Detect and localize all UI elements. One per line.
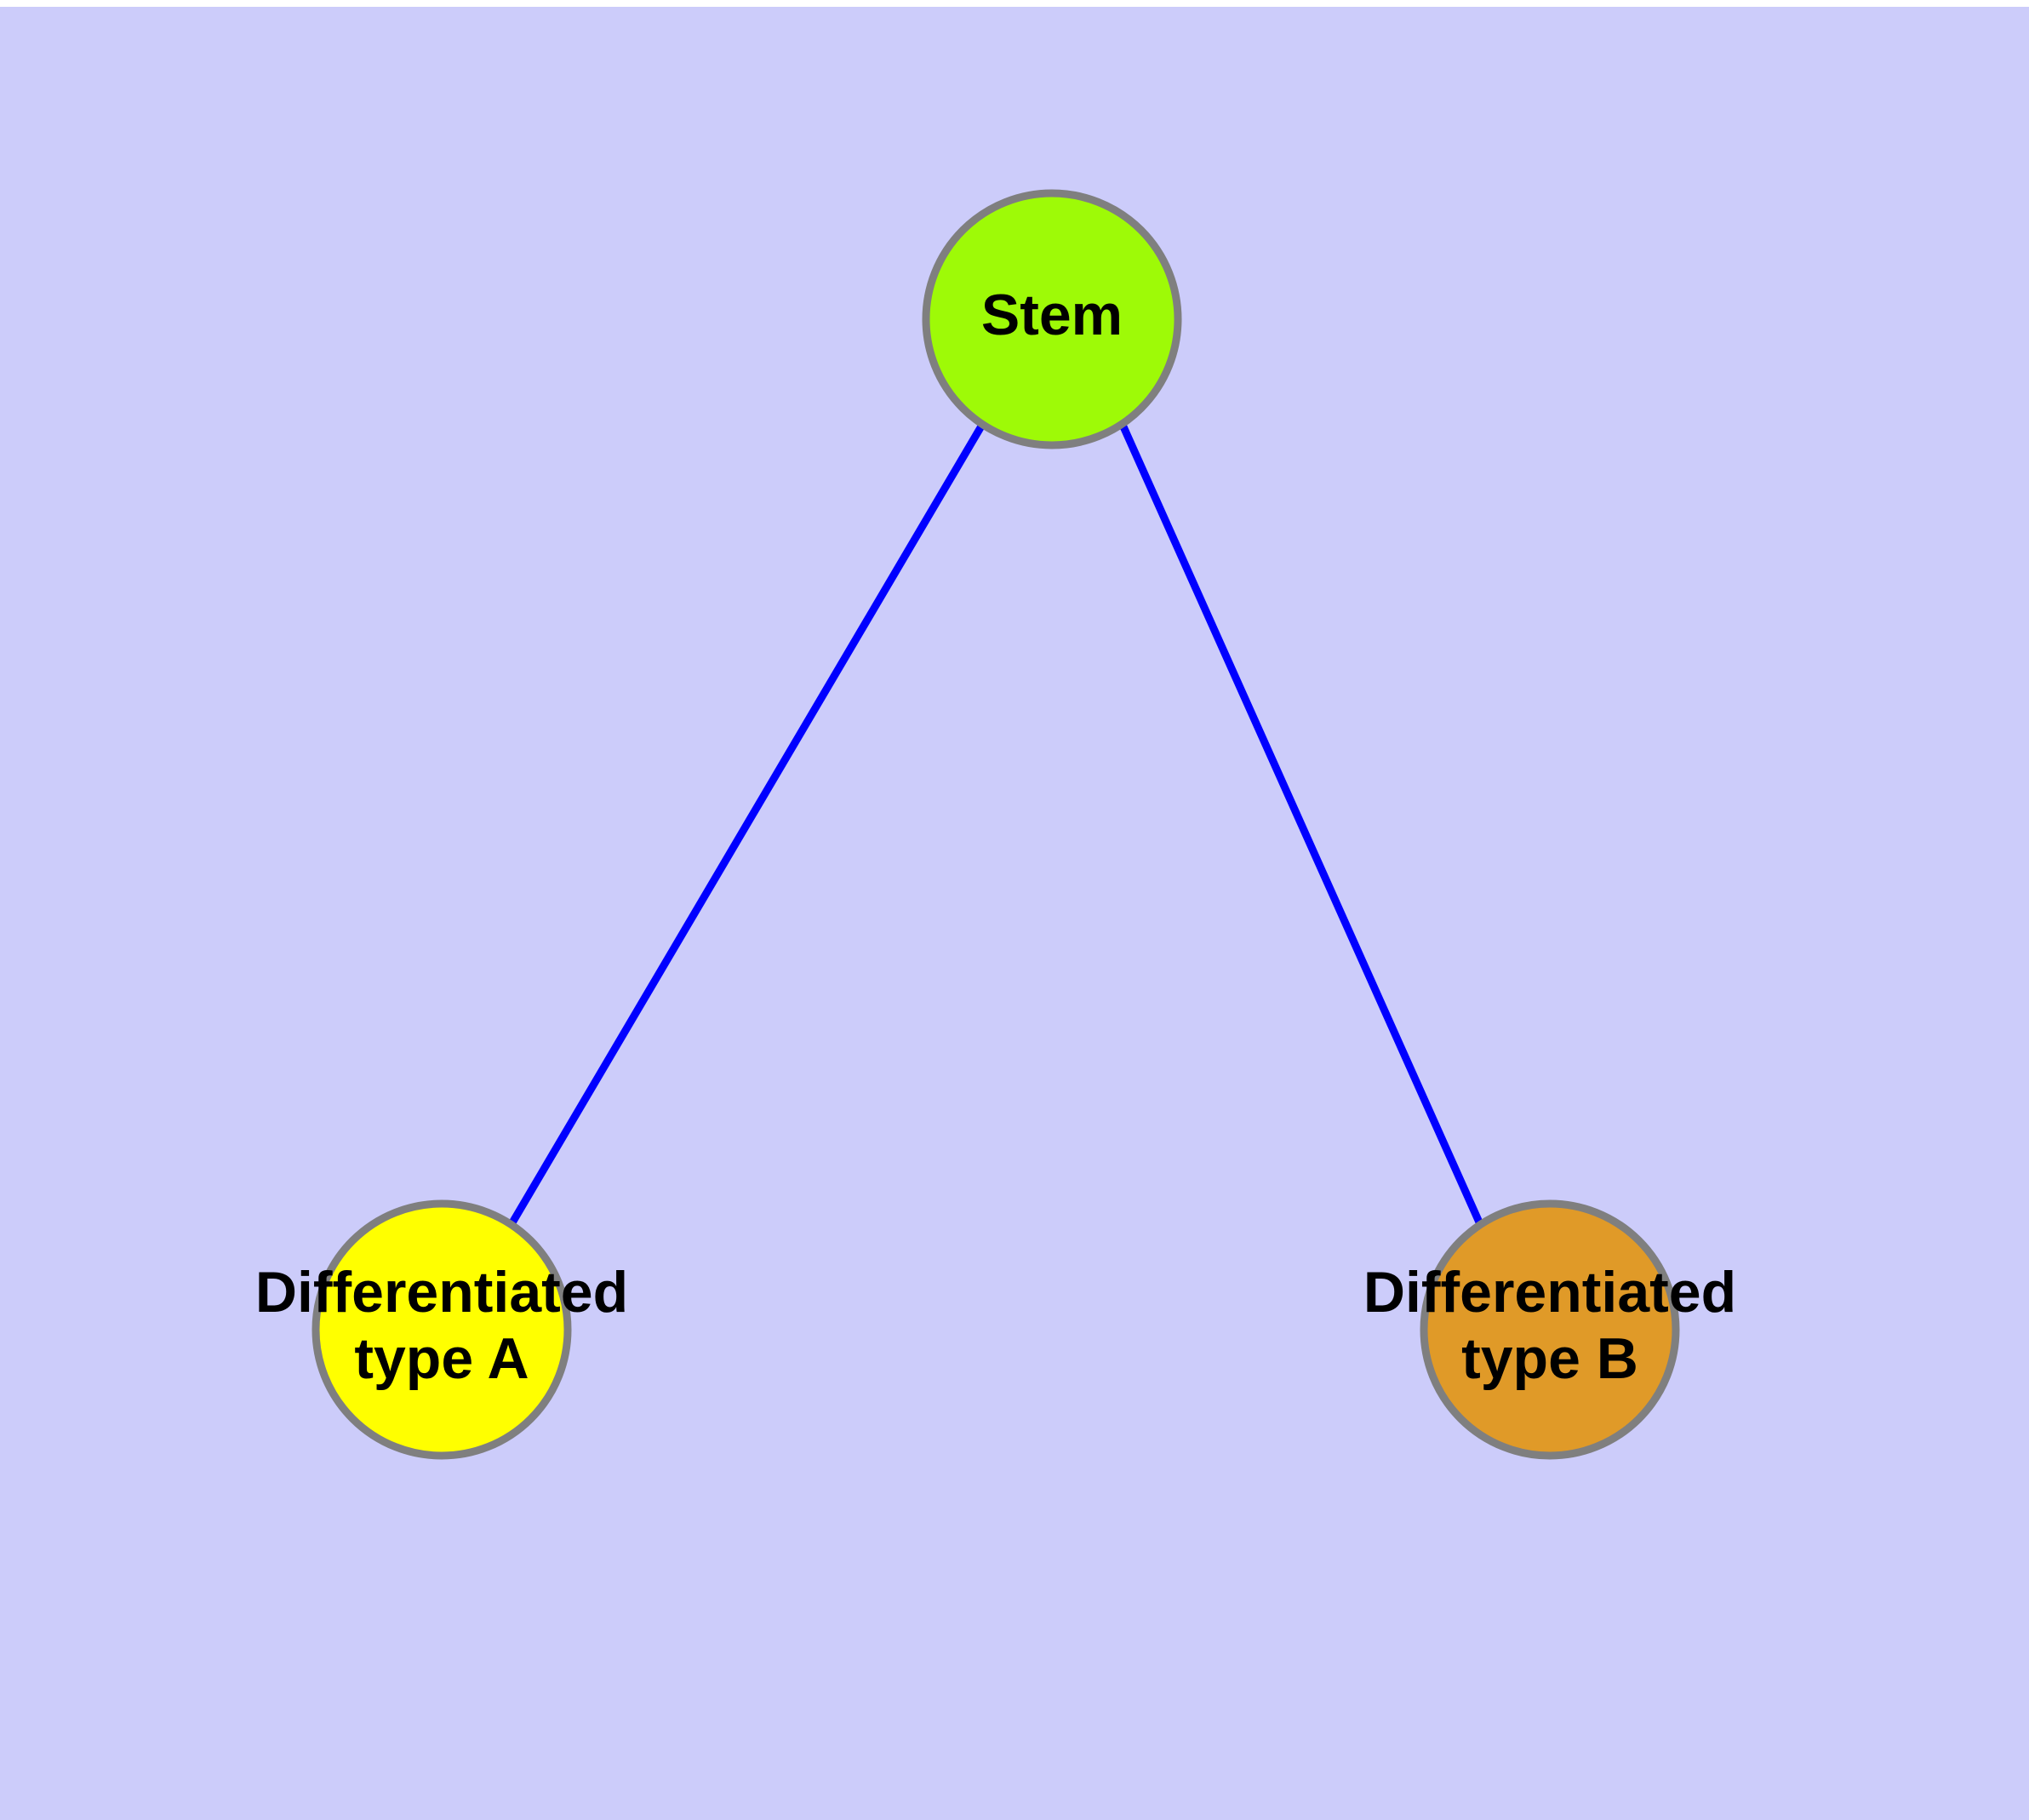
node-label-line: Differentiated bbox=[1363, 1260, 1736, 1325]
nodes-layer bbox=[311, 189, 1680, 1460]
edge-stem-to-diff-a bbox=[508, 422, 986, 1227]
node-label-line: type B bbox=[1461, 1326, 1638, 1391]
edge-stem-to-diff-b bbox=[1118, 423, 1484, 1226]
node-stem[interactable] bbox=[922, 189, 1182, 449]
node-label-line: Differentiated bbox=[255, 1260, 628, 1325]
node-label-line: type A bbox=[354, 1326, 529, 1391]
node-label-stem: Stem bbox=[981, 283, 1123, 347]
node-diff-b[interactable] bbox=[1420, 1199, 1680, 1460]
node-diff-a[interactable] bbox=[311, 1199, 572, 1460]
node-label-line: Stem bbox=[981, 283, 1123, 347]
edges-layer bbox=[508, 422, 1484, 1227]
